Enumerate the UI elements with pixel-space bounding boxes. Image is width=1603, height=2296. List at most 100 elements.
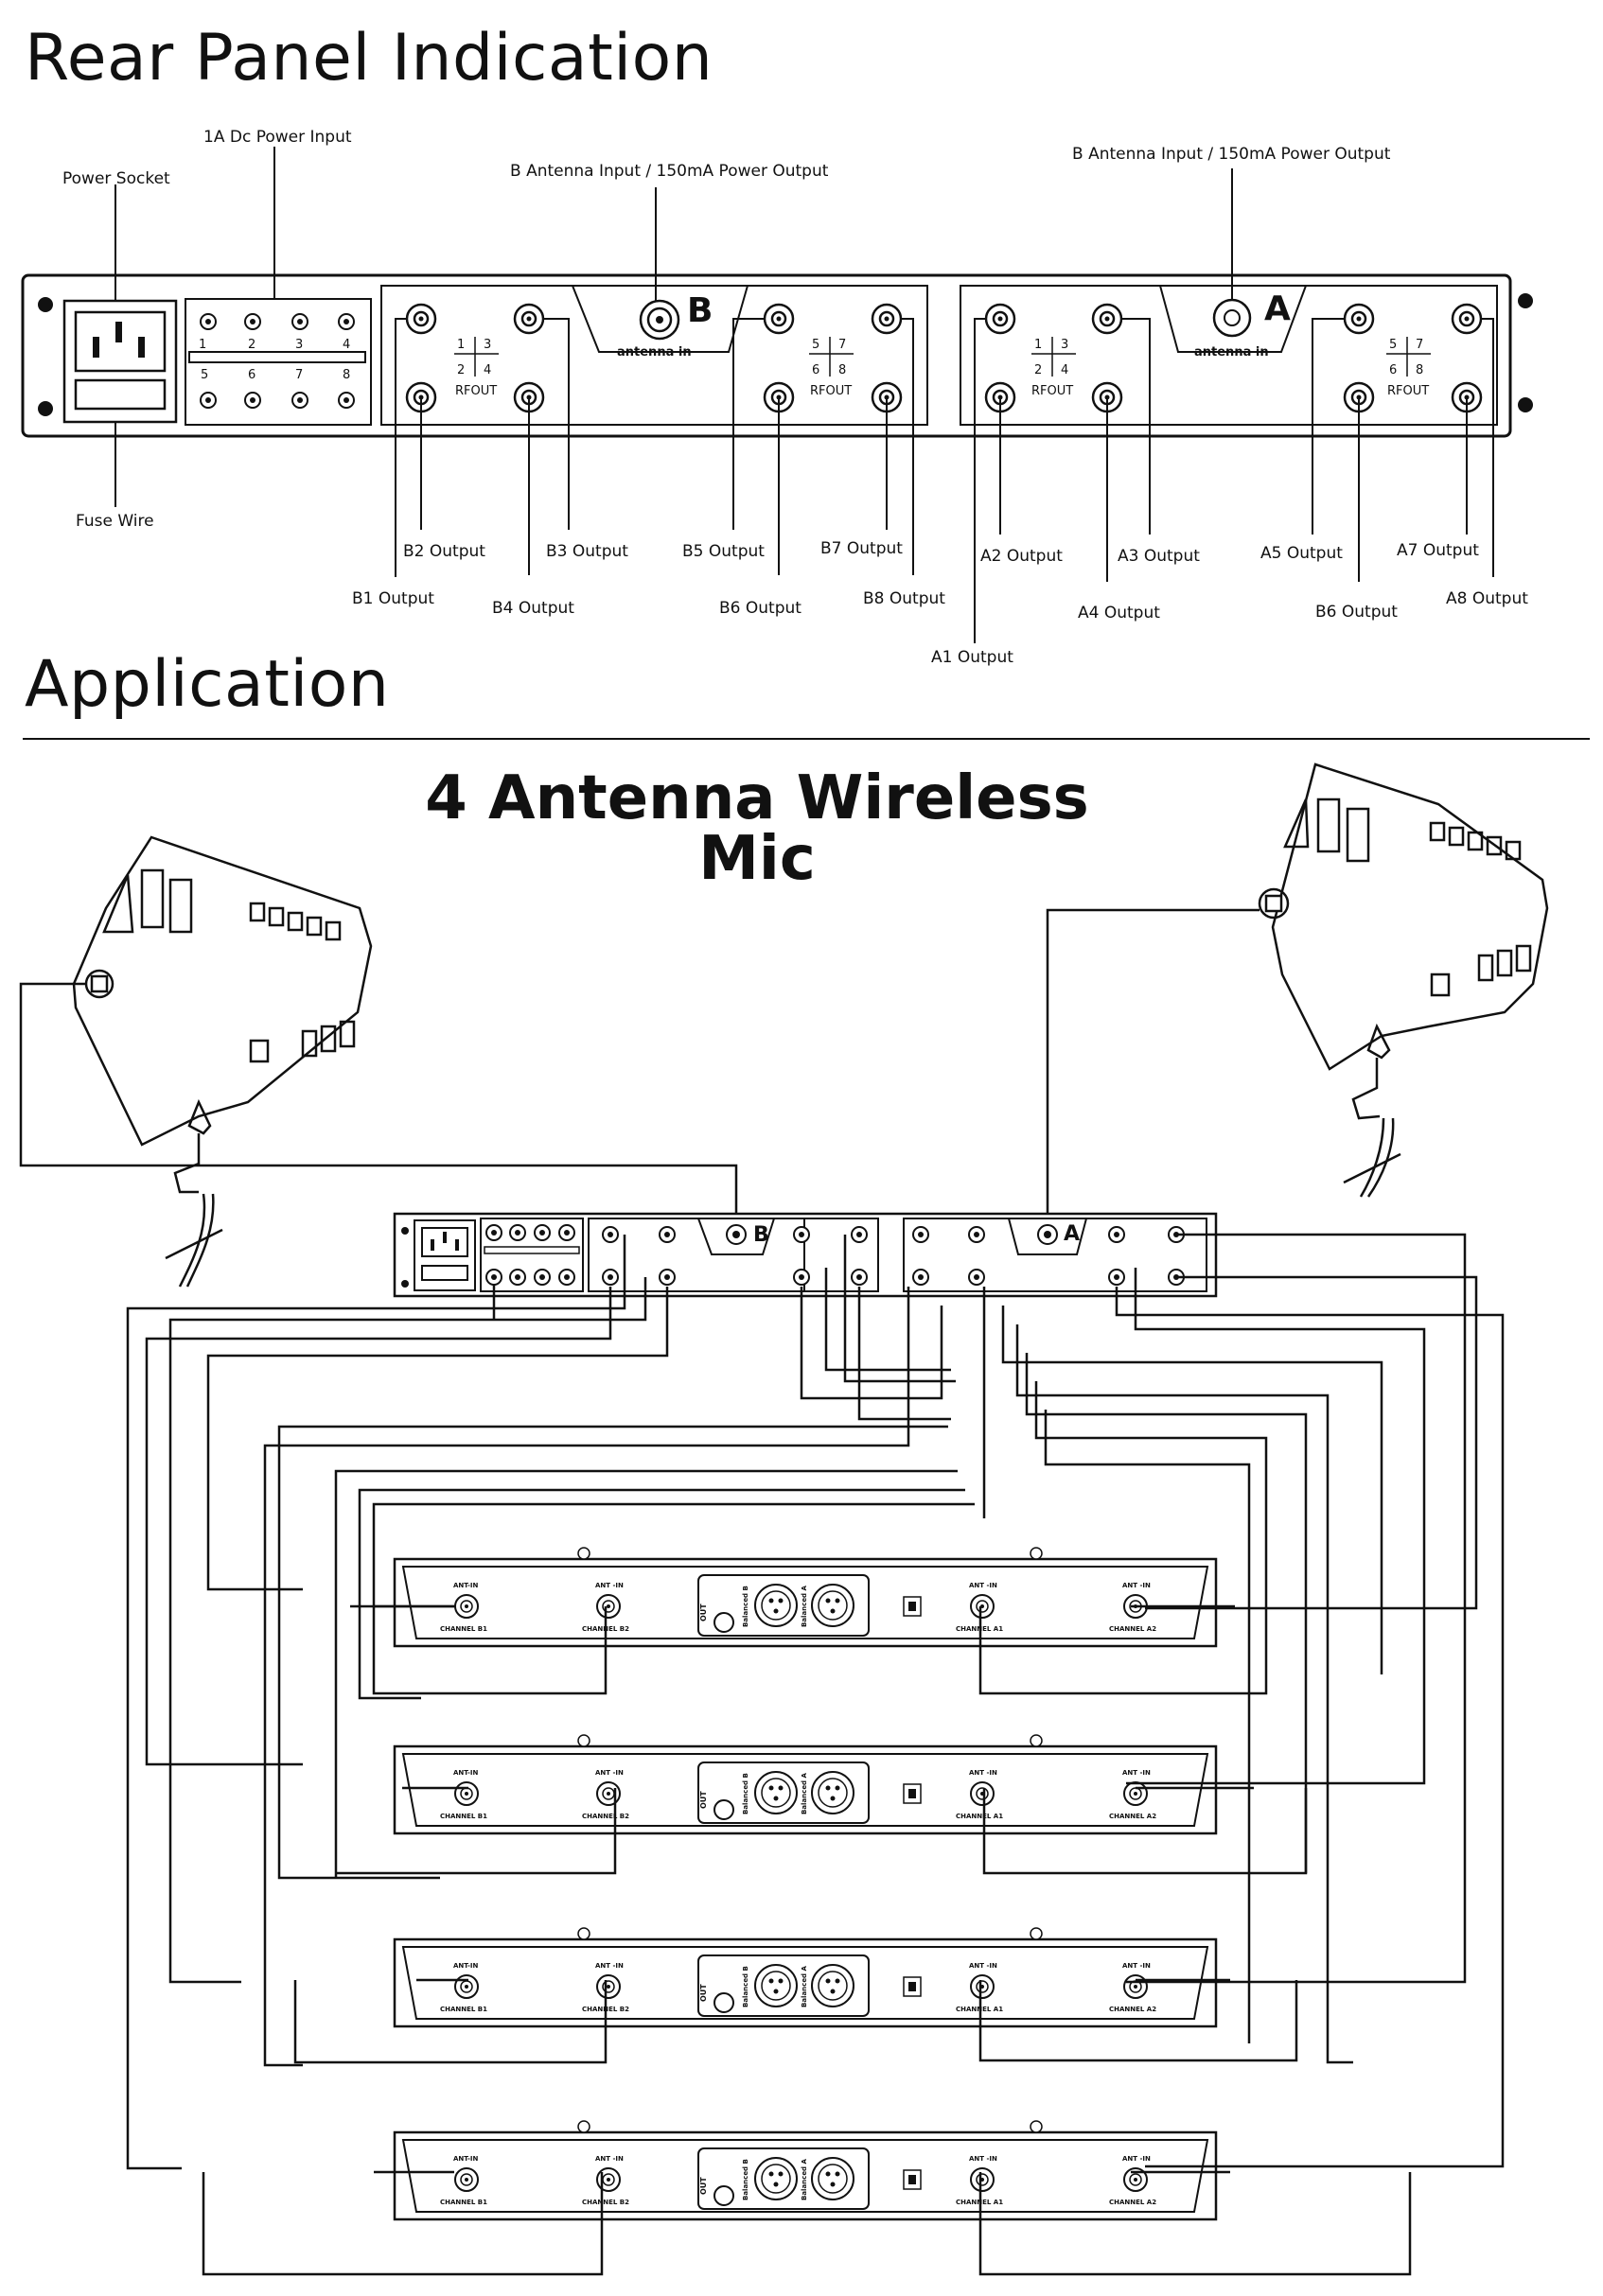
ant-in-jack-icon — [596, 2167, 621, 2192]
output-label-b4: B4 Output — [492, 599, 574, 618]
rfout-label: RFOUT — [810, 384, 852, 398]
grid-number: 2 — [1034, 363, 1042, 377]
paddle-antenna-left-icon — [72, 835, 373, 1288]
xlr-connector-icon — [754, 1964, 798, 2007]
ant-in-jack-icon — [596, 1781, 621, 1806]
balanced-a-label: Balanced A — [801, 1965, 808, 2007]
xlr-connector-icon — [754, 1771, 798, 1814]
channel-label: CHANNEL A2 — [1109, 2006, 1156, 2013]
dc-number: 8 — [343, 368, 350, 382]
out-label: OUT — [699, 1604, 708, 1621]
output-label-a1: A1 Output — [931, 648, 1013, 667]
grid-number: 1 — [457, 338, 465, 352]
grid-number: 8 — [1416, 363, 1423, 377]
channel-label: CHANNEL A2 — [1109, 1625, 1156, 1633]
dc-number: 7 — [295, 368, 303, 382]
ant-in-jack-icon — [1123, 2167, 1148, 2192]
ant-in-label: ANT-IN — [453, 1582, 479, 1589]
grid-number: 3 — [484, 338, 491, 352]
grid-number: 3 — [1061, 338, 1068, 352]
rfout-label: RFOUT — [1387, 384, 1429, 398]
a-output-section: A antenna in 1 3 2 4 RFOUT 5 7 6 8 RFOUT — [960, 285, 1498, 426]
ant-in-jack-icon — [970, 1974, 995, 1999]
ant-in-label: ANT -IN — [595, 1769, 624, 1777]
section-letter-b: B — [687, 291, 713, 330]
antenna-cables — [19, 908, 1260, 1230]
grid-number: 6 — [812, 363, 819, 377]
ant-in-jack-icon — [454, 2167, 479, 2192]
balanced-a-label: Balanced A — [801, 2158, 808, 2200]
grid-number: 4 — [1061, 363, 1068, 377]
output-label-b6: B6 Output — [719, 599, 802, 618]
section-letter-a: A — [1264, 289, 1291, 328]
ant-in-jack-icon — [454, 1974, 479, 1999]
output-label-b3: B3 Output — [546, 542, 628, 561]
dc-number: 3 — [295, 338, 303, 352]
application-title: Application — [25, 647, 390, 722]
output-label-a4: A4 Output — [1078, 604, 1160, 622]
dc-number: 2 — [248, 338, 255, 352]
ant-in-jack-icon — [970, 1781, 995, 1806]
balanced-b-label: Balanced B — [742, 1773, 749, 1814]
mini-letter-b: B — [753, 1223, 769, 1247]
antenna-connector-icon — [1212, 298, 1252, 338]
mount-hole-icon — [1518, 293, 1533, 308]
b-antenna-label: B Antenna Input / 150mA Power Output — [510, 162, 829, 181]
out-label: OUT — [699, 1791, 708, 1809]
power-socket-label: Power Socket — [62, 169, 170, 188]
channel-label: CHANNEL B1 — [440, 2006, 487, 2013]
distribution-cables — [126, 1233, 1505, 2170]
dc-input-block: 1 2 3 4 5 6 7 8 — [185, 298, 372, 426]
channel-label: CHANNEL B1 — [440, 1625, 487, 1633]
xlr-connector-icon — [754, 1584, 798, 1627]
antenna-connector-icon — [639, 299, 680, 341]
xlr-connector-icon — [811, 1964, 854, 2007]
grid-number: 2 — [457, 363, 465, 377]
mount-hole-icon — [38, 401, 53, 416]
ant-in-label: ANT -IN — [595, 2155, 624, 2163]
ant-in-label: ANT -IN — [969, 1962, 997, 1970]
ant-in-label: ANT-IN — [453, 2155, 479, 2163]
mount-hole-icon — [38, 297, 53, 312]
rear-panel-title: Rear Panel Indication — [25, 21, 713, 96]
ant-in-label: ANT -IN — [1122, 1962, 1151, 1970]
dc-input-label: 1A Dc Power Input — [203, 128, 352, 147]
balanced-b-label: Balanced B — [742, 1966, 749, 2007]
output-label-a7: A7 Output — [1397, 541, 1479, 560]
output-label-b5: B5 Output — [682, 542, 765, 561]
xlr-connector-icon — [754, 2157, 798, 2200]
receiver-drops — [202, 1604, 1412, 2276]
balanced-b-label: Balanced B — [742, 1586, 749, 1627]
channel-label: CHANNEL A1 — [956, 1813, 1003, 1820]
balanced-a-label: Balanced A — [801, 1772, 808, 1814]
splitter-unit: B A — [393, 1212, 1218, 1298]
ant-in-label: ANT-IN — [453, 1962, 479, 1970]
ant-in-label: ANT -IN — [969, 1769, 997, 1777]
ant-in-label: ANT -IN — [1122, 1582, 1151, 1589]
ant-in-jack-icon — [1123, 1781, 1148, 1806]
xlr-connector-icon — [811, 1584, 854, 1627]
xlr-connector-icon — [811, 1771, 854, 1814]
leader-lines — [114, 147, 1494, 643]
b-output-section: B antenna in 1 3 2 4 RFOUT 5 7 6 8 RFOUT — [380, 285, 928, 426]
rfout-label: RFOUT — [1031, 384, 1073, 398]
out-label: OUT — [699, 1984, 708, 2002]
ant-in-label: ANT -IN — [1122, 2155, 1151, 2163]
antenna-in-label: antenna in — [617, 345, 692, 359]
output-label-a8: A8 Output — [1446, 589, 1528, 608]
output-label-a6: B6 Output — [1315, 603, 1398, 622]
grid-number: 1 — [1034, 338, 1042, 352]
output-label-b7: B7 Output — [820, 539, 903, 558]
diagram-subtitle: 4 Antenna Wireless Mic — [425, 763, 1089, 894]
rfout-label: RFOUT — [455, 384, 497, 398]
antenna-in-label: antenna in — [1194, 345, 1269, 359]
balanced-b-label: Balanced B — [742, 2159, 749, 2200]
mount-hole-icon — [1518, 397, 1533, 412]
a-antenna-label: B Antenna Input / 150mA Power Output — [1072, 145, 1391, 164]
ant-in-label: ANT -IN — [595, 1962, 624, 1970]
